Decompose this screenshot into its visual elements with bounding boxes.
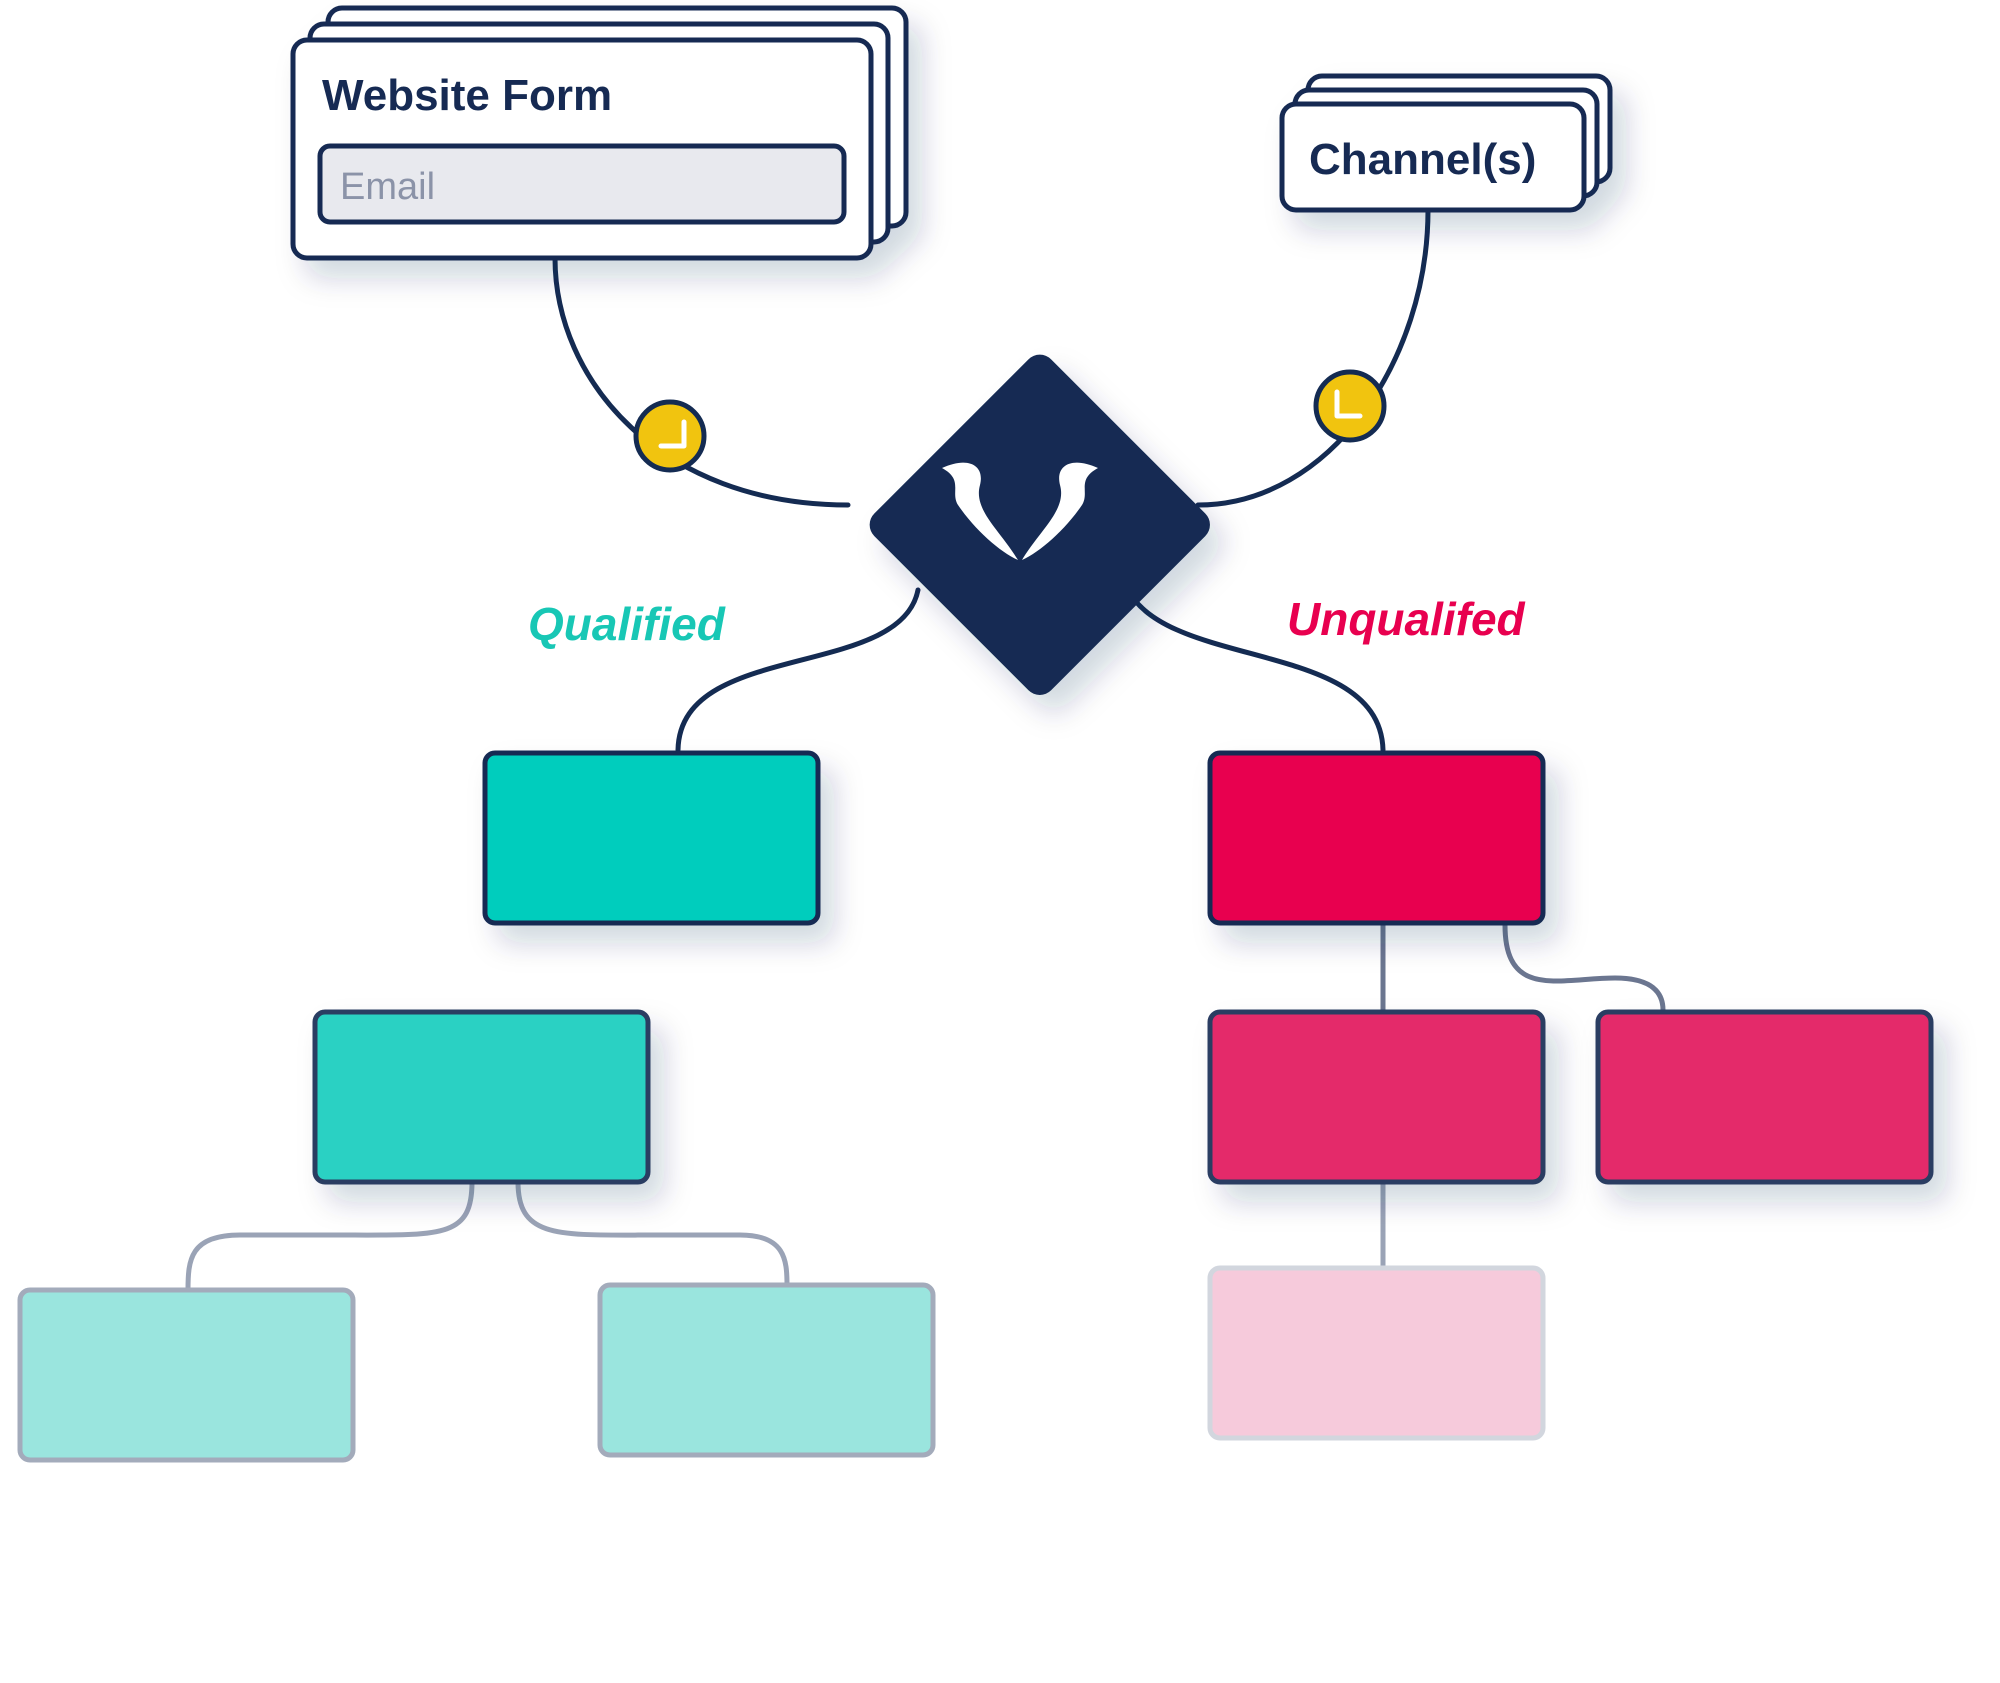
router-node[interactable] [863, 348, 1217, 702]
router-diamond [869, 354, 1210, 695]
qualified-grandchild-node-left[interactable] [17, 1287, 356, 1463]
qualified-child-node[interactable] [312, 1009, 651, 1185]
unqualified-child-node-right[interactable] [1595, 1009, 1934, 1185]
qualified-grandchild-node-right[interactable] [597, 1282, 936, 1458]
unqualified-node[interactable] [1207, 750, 1546, 926]
channels-card[interactable]: Channel(s) [1279, 73, 1613, 213]
qualified-label: Qualified [528, 598, 726, 650]
connector-channels-to-router [1195, 207, 1431, 508]
connector-form-to-router [552, 255, 851, 508]
connector-unqualified-right [1502, 922, 1666, 1013]
unqualified-label: Unqualifed [1287, 593, 1526, 645]
connector-router-to-qualified [675, 587, 921, 753]
clock-icon [1313, 369, 1387, 443]
website-form-title: Website Form [322, 71, 612, 120]
connector-qualified-right [515, 1179, 790, 1288]
unqualified-grandchild-node[interactable] [1207, 1265, 1546, 1441]
email-field[interactable] [317, 143, 847, 225]
channels-title: Channel(s) [1309, 135, 1536, 184]
connector-qualified-left [185, 1179, 475, 1293]
connector-router-to-unqualified [1125, 587, 1386, 753]
antelope-horns-logo-icon [942, 462, 1098, 560]
email-field-placeholder: Email [340, 166, 435, 208]
unqualified-child-node-left[interactable] [1207, 1009, 1546, 1185]
clock-icon [633, 399, 707, 473]
card-front [1279, 101, 1587, 213]
website-form-card[interactable]: Website Form Email [290, 5, 909, 261]
qualified-node[interactable] [482, 750, 821, 926]
